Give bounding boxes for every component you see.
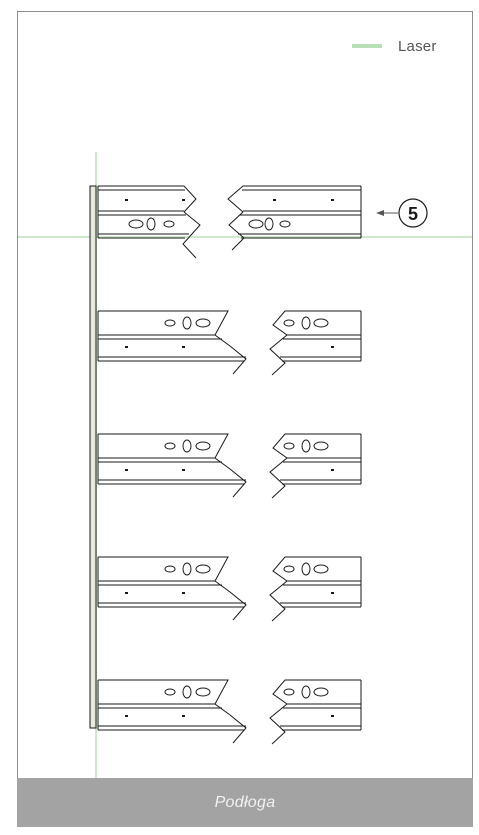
vertical-post: [89, 185, 97, 729]
rail-2: [97, 310, 362, 376]
callout-number: 5: [408, 204, 418, 224]
legend-label: Laser: [398, 37, 437, 55]
rail-top: [97, 185, 362, 259]
floor-label: Podłoga: [214, 793, 276, 811]
rail-3: [97, 433, 362, 499]
rails-standard: [97, 310, 362, 745]
rail-4: [97, 556, 362, 622]
callout-5: 5: [376, 198, 428, 228]
legend-swatch-laser: [352, 44, 382, 48]
rail-5: [97, 679, 362, 745]
floor-band: Podłoga: [17, 778, 473, 827]
legend: Laser: [352, 36, 437, 56]
